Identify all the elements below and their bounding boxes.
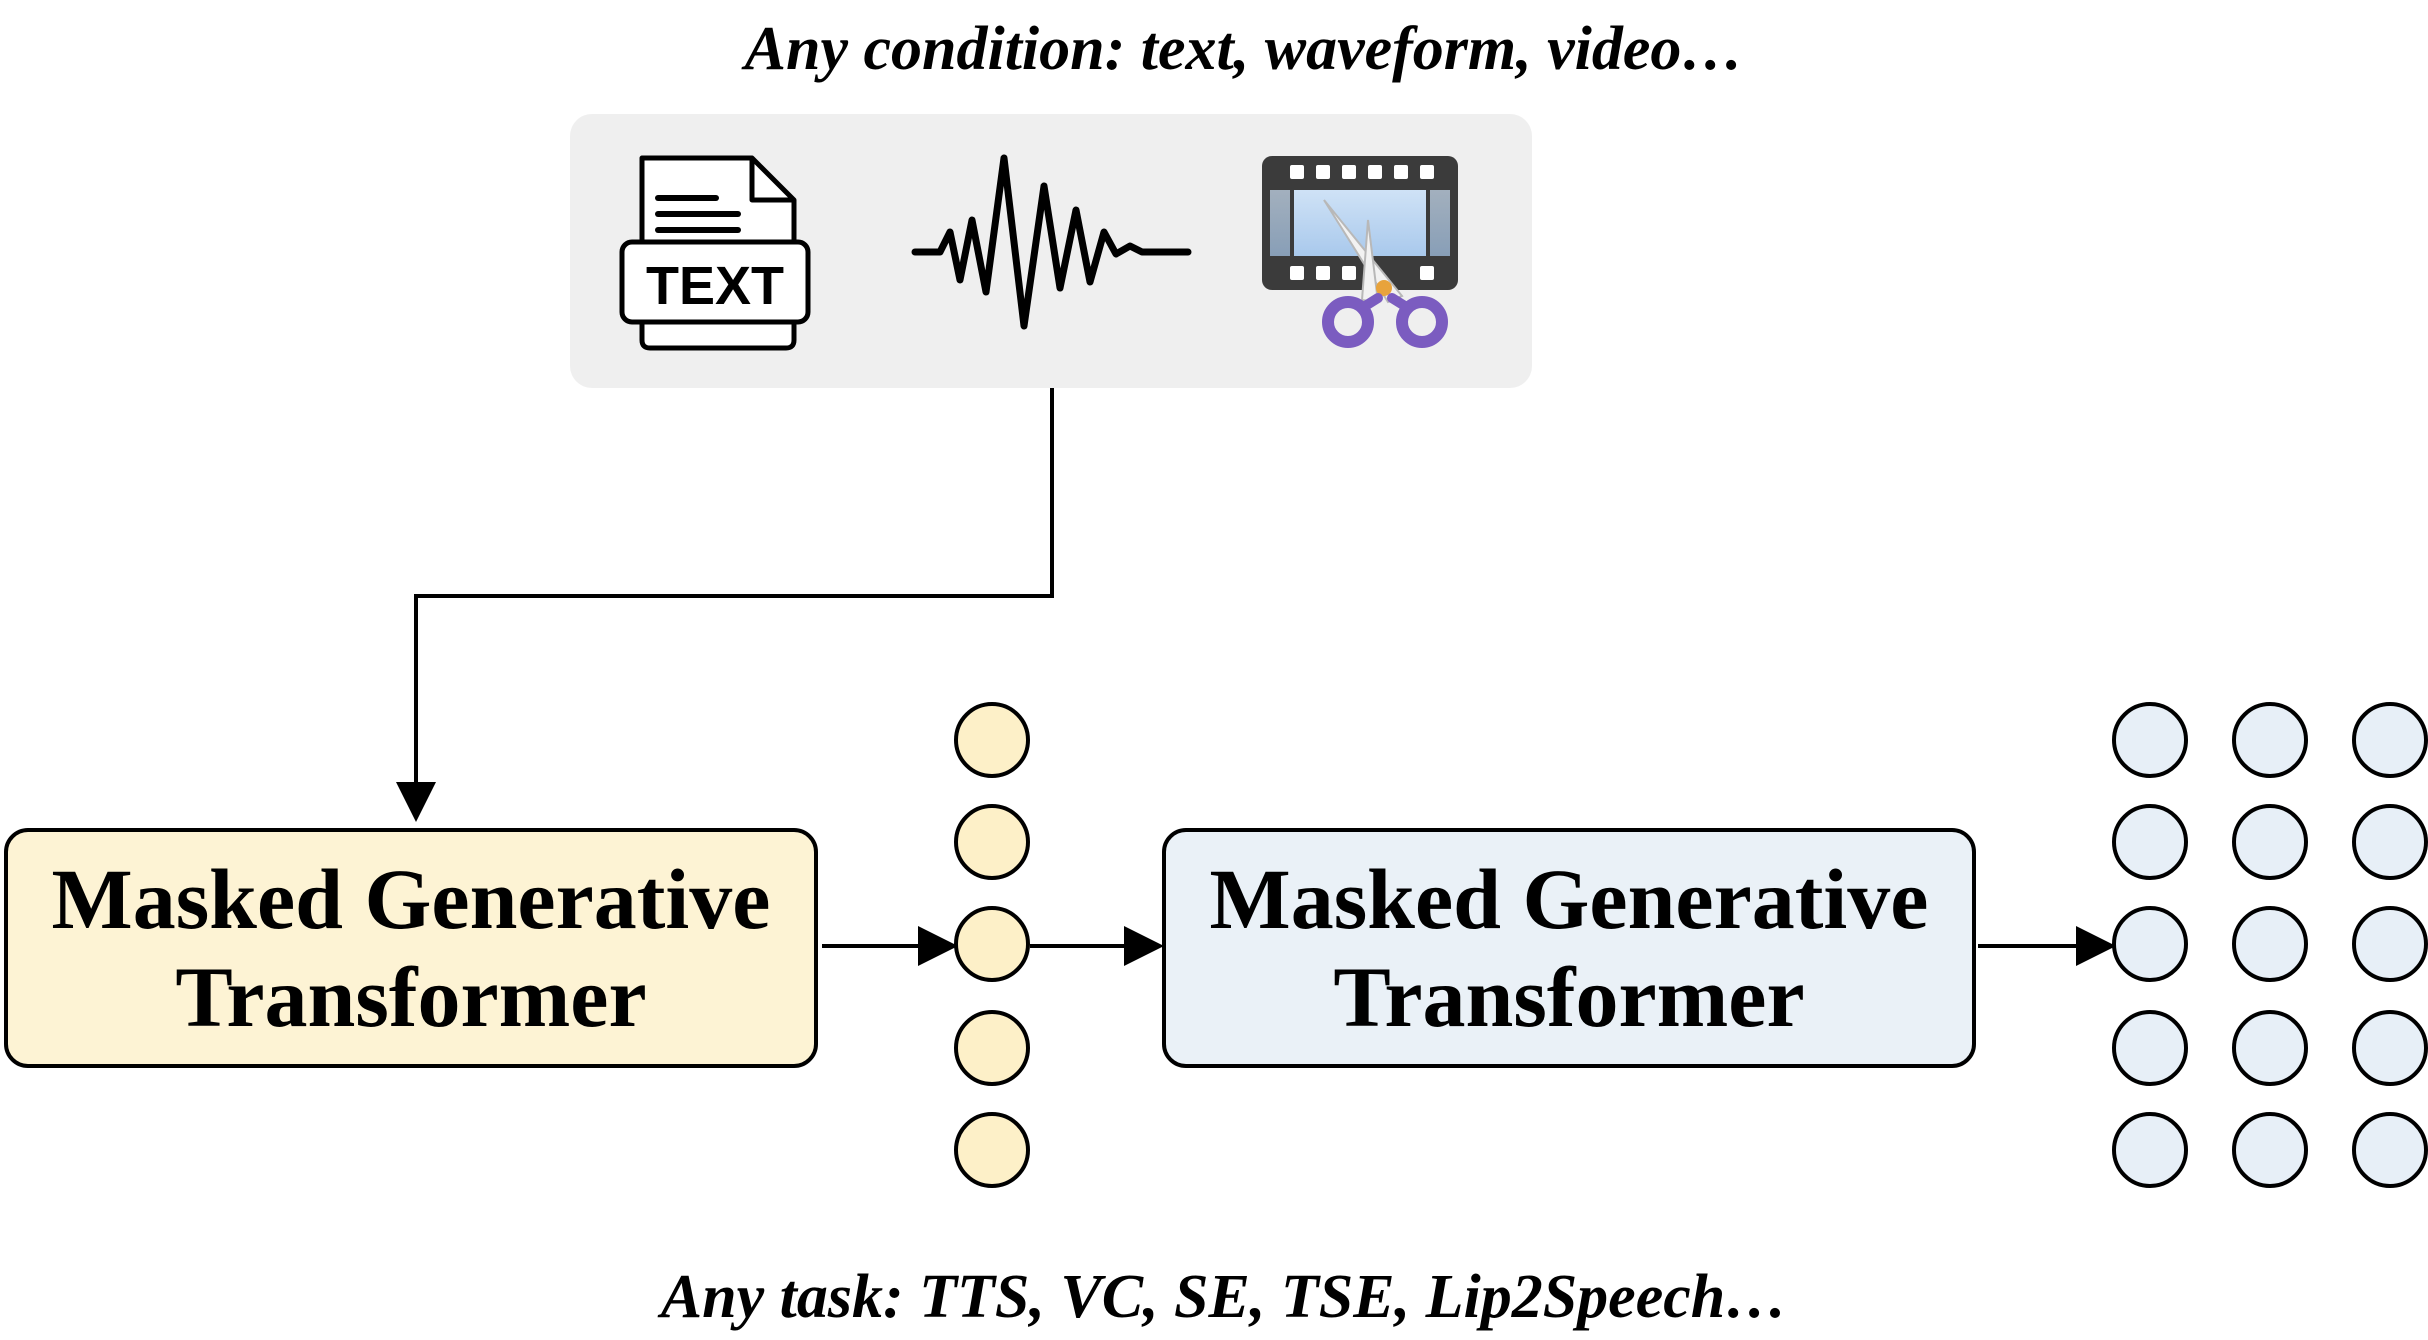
condition-connector xyxy=(396,388,1054,822)
waveform-icon xyxy=(911,154,1192,330)
stage2-token xyxy=(2232,1112,2308,1188)
mgt-1-label: Masked Generative Transformer xyxy=(52,850,771,1046)
text-document-icon: TEXT xyxy=(619,155,811,351)
stage2-token xyxy=(2352,1112,2428,1188)
stage2-token xyxy=(2352,1010,2428,1086)
mgt-1-line1: Masked Generative xyxy=(51,851,771,947)
stage1-token xyxy=(954,906,1030,982)
stage1-token xyxy=(954,1112,1030,1188)
mgt-2-line1: Masked Generative xyxy=(1209,851,1929,947)
stage2-token xyxy=(2232,702,2308,778)
mgt-2-label: Masked Generative Transformer xyxy=(1210,850,1929,1046)
mgt-2-line2: Transformer xyxy=(1333,949,1805,1045)
stage2-token xyxy=(2352,702,2428,778)
stage1-token xyxy=(954,1010,1030,1086)
masked-generative-transformer-2: Masked Generative Transformer xyxy=(1162,828,1976,1068)
stage2-token xyxy=(2112,702,2188,778)
stage2-token xyxy=(2112,1112,2188,1188)
stage2-token xyxy=(2352,906,2428,982)
task-caption: Any task: TTS, VC, SE, TSE, Lip2Speech… xyxy=(660,1263,1788,1331)
stage2-token xyxy=(2232,1010,2308,1086)
stage1-token xyxy=(954,804,1030,880)
condition-caption: Any condition: text, waveform, video… xyxy=(744,15,1744,83)
stage2-token xyxy=(2232,804,2308,880)
stage2-token xyxy=(2112,1010,2188,1086)
stage1-token xyxy=(954,702,1030,778)
mgt-1-line2: Transformer xyxy=(175,949,647,1045)
masked-generative-transformer-1: Masked Generative Transformer xyxy=(4,828,818,1068)
text-icon-label: TEXT xyxy=(646,256,784,316)
stage2-token xyxy=(2352,804,2428,880)
stage2-token xyxy=(2112,906,2188,982)
stage2-token xyxy=(2112,804,2188,880)
stage1-token-column xyxy=(954,702,1030,1188)
video-edit-icon xyxy=(1262,156,1458,348)
stage2-token-grid xyxy=(2112,702,2428,1188)
stage2-token xyxy=(2232,906,2308,982)
